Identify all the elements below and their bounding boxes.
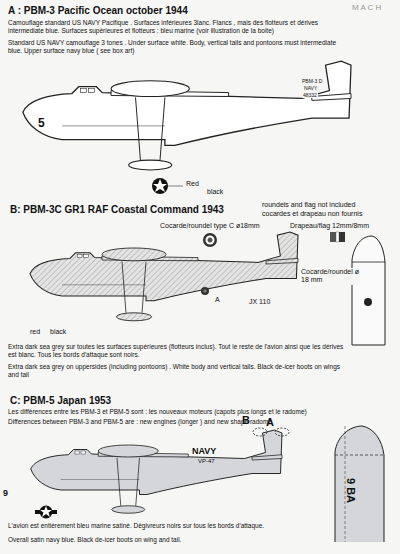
plane-b-side-view — [30, 232, 298, 321]
insignia-star — [35, 506, 57, 519]
plane-c-side-view — [31, 428, 289, 513]
roundel-type-c — [201, 233, 217, 295]
heading-text: A : PBM-3 Pacific Ocean october 1944 — [8, 5, 188, 17]
label-text: Extra dark sea grey on uppersides (inclu… — [8, 363, 344, 379]
plane-a-side-view — [23, 60, 351, 170]
label-text: red — [30, 328, 40, 336]
label-text: Extra dark sea grey sur toutes les surfa… — [8, 343, 344, 359]
heading-text: B — [242, 414, 250, 427]
heading-text: 9 — [3, 488, 8, 499]
label-text: Differences between PBM-3 and PBM-5 are … — [8, 418, 328, 426]
label-text: Les différences entre les PBM-3 et PBM-5… — [8, 408, 328, 416]
label-text: A — [214, 296, 221, 304]
label-text: VP-47 — [198, 458, 215, 465]
label-text: Cocarde/roundel type C ø18mm — [160, 222, 260, 230]
heading-text: A — [266, 416, 274, 429]
heading-text: NAVY — [192, 446, 216, 457]
label-text: Overall satin navy blue. Black de-icer b… — [8, 536, 308, 544]
heading-text: 5 — [38, 116, 45, 130]
label-text: Standard US NAVY camouflage 3 tones . Un… — [8, 39, 344, 55]
label-text: Cocarde/roundel ø 18 mm — [300, 268, 360, 285]
label-text: black — [50, 328, 66, 336]
label-text: M A C H — [352, 3, 381, 13]
label-text: roundels and flag not included — [262, 201, 355, 209]
label-text: 48332 — [302, 92, 318, 98]
insignia-star — [152, 178, 183, 194]
heading-text: 9 BA — [344, 478, 357, 503]
label-text: PBM-3 D — [301, 78, 323, 84]
label-text: Camouflage standard US NAVY Pacifique . … — [8, 19, 344, 35]
label-text: L'avion est entièrement bleu marine sati… — [8, 522, 308, 530]
heading-text: C: PBM-5 Japan 1953 — [10, 395, 111, 407]
label-text: JX 110 — [248, 298, 271, 306]
label-text: Red — [186, 180, 199, 188]
label-text: black — [207, 188, 223, 196]
label-text: Drapeau/flag 12mm/8mm — [290, 222, 369, 230]
label-text: cocardes et drapeau non fournis — [262, 210, 362, 218]
label-text: NAVY — [303, 85, 318, 91]
fin-flash — [330, 232, 345, 242]
heading-text: B: PBM-3C GR1 RAF Coastal Command 1943 — [10, 204, 224, 216]
fin-c — [335, 426, 384, 542]
fin-b — [352, 236, 385, 345]
